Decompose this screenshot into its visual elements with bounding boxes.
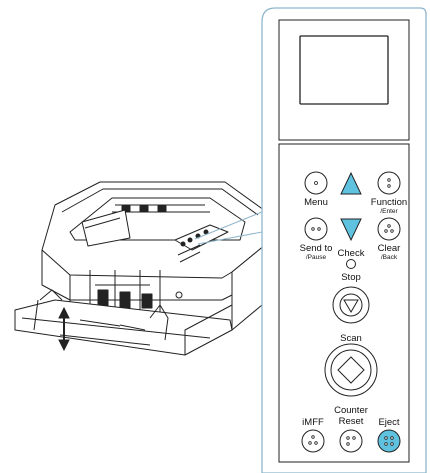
imff-button[interactable] <box>301 429 325 453</box>
counter-reset-button[interactable] <box>339 429 363 453</box>
callout-lines <box>194 211 263 245</box>
up-triangle-button[interactable] <box>340 171 362 195</box>
stop-button[interactable] <box>332 286 370 324</box>
check-label: Check <box>337 248 365 259</box>
scan-button[interactable] <box>324 343 378 397</box>
clear-button[interactable] <box>377 217 401 241</box>
clear-label: Clear /Back <box>377 243 401 261</box>
counter-reset-label: Counter Reset <box>334 405 368 427</box>
stop-label: Stop <box>341 272 361 283</box>
imff-label: iMFF <box>302 417 324 428</box>
scanner-illustration <box>14 181 269 356</box>
check-indicator-icon <box>346 259 356 269</box>
menu-button[interactable] <box>304 171 328 195</box>
eject-button[interactable] <box>377 429 401 453</box>
send-to-button[interactable] <box>304 217 328 241</box>
function-label: Function /Enter <box>370 197 408 215</box>
scan-label: Scan <box>340 333 362 344</box>
lcd-screen <box>299 35 389 105</box>
down-triangle-button[interactable] <box>340 218 362 242</box>
menu-label: Menu <box>304 197 328 208</box>
function-button[interactable] <box>377 171 401 195</box>
send-to-label: Send to /Pause <box>299 243 333 261</box>
up-down-arrow-icon <box>58 306 70 352</box>
eject-label: Eject <box>378 417 400 428</box>
